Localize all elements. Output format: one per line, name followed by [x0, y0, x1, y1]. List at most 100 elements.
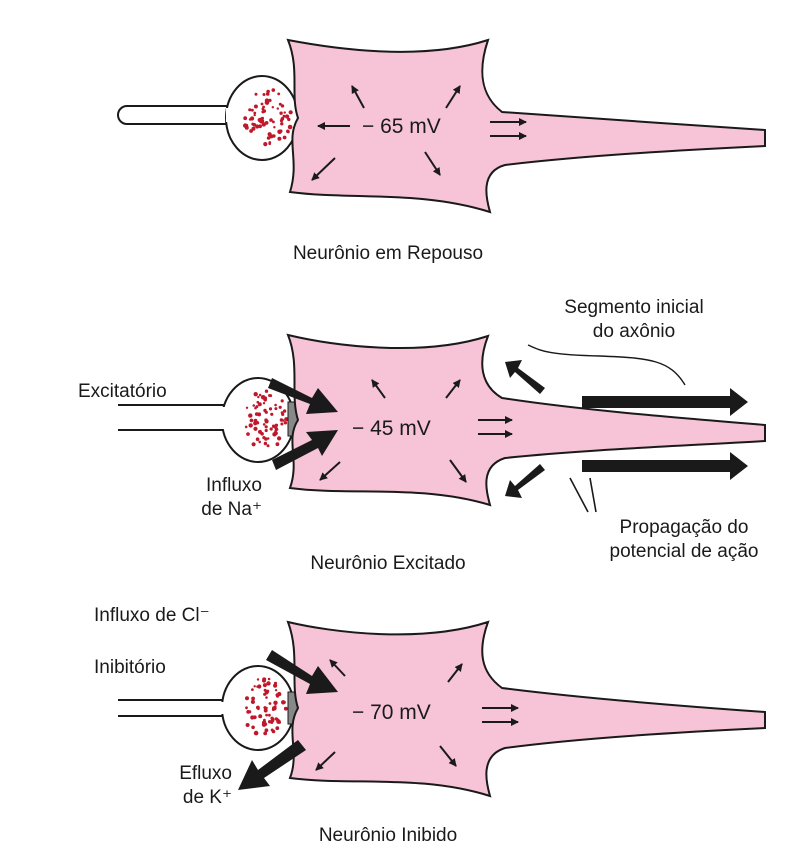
vesicle-dot	[269, 407, 272, 410]
vesicle-dot	[289, 110, 293, 114]
vesicle-dot	[245, 696, 249, 700]
vesicle-dot	[269, 702, 272, 705]
vesicle-dot	[265, 411, 268, 414]
vesicle-dot	[277, 137, 281, 141]
vesicle-dot	[246, 407, 248, 409]
vesicle-dot	[260, 432, 264, 436]
caption-inhibited-neuron: Neurônio Inibido	[228, 824, 548, 848]
vesicle-dot	[274, 430, 277, 433]
label-potassium-efflux-2: de K⁺	[110, 786, 232, 810]
vesicle-dot	[255, 405, 258, 408]
neuron-soma-rest	[288, 40, 765, 212]
vesicle-dot	[272, 432, 276, 436]
vesicle-dot	[274, 407, 277, 410]
vesicle-dot	[253, 715, 257, 719]
vesicle-dot	[265, 425, 268, 428]
vesicle-dot	[279, 112, 282, 115]
vesicle-dot	[281, 104, 284, 107]
label-initial-segment-2: do axônio	[524, 320, 744, 344]
vesicle-dot	[257, 396, 259, 398]
vesicle-dot	[268, 143, 271, 146]
vesicle-dot	[263, 719, 266, 722]
vesicle-dot	[258, 124, 262, 128]
vesicle-dot	[265, 121, 269, 125]
label-inhibitory: Inibitório	[94, 656, 166, 680]
vesicle-dot	[275, 689, 277, 691]
vesicle-dot	[246, 710, 250, 714]
label-chloride-influx: Influxo de Cl⁻	[94, 604, 210, 628]
caption-excited-neuron: Neurônio Excitado	[228, 552, 548, 576]
vesicle-dot	[268, 132, 272, 136]
vesicle-dot	[264, 689, 267, 692]
vesicle-dot	[258, 714, 262, 718]
vesicle-dot	[262, 436, 265, 439]
vesicle-dot	[277, 107, 279, 109]
vesicle-dot	[246, 432, 250, 436]
vesicle-dot	[252, 442, 256, 446]
vesicle-dot	[253, 427, 257, 431]
vesicle-dot	[268, 394, 271, 397]
vesicle-dot	[243, 116, 247, 120]
vesicle-dot	[266, 90, 270, 94]
propagation-pointer-lines	[570, 478, 596, 512]
vesicle-dot	[284, 707, 288, 711]
membrane-potential-excited: − 45 mV	[352, 416, 431, 442]
label-sodium-influx-2: de Na⁺	[140, 498, 262, 522]
vesicle-dot	[254, 105, 258, 109]
membrane-potential-rest: − 65 mV	[362, 114, 441, 140]
vesicle-dot	[286, 115, 289, 118]
vesicle-dot	[249, 423, 253, 427]
vesicle-dot	[273, 684, 277, 688]
vesicle-dot	[281, 117, 285, 121]
vesicle-dot	[260, 119, 265, 124]
vesicle-dot	[251, 688, 254, 691]
vesicle-dot	[273, 701, 277, 705]
vesicle-dot	[272, 106, 274, 108]
vesicle-dot	[250, 419, 254, 423]
vesicle-dot	[280, 122, 283, 125]
vesicle-dot	[280, 423, 283, 426]
vesicle-dot	[255, 412, 259, 416]
vesicle-dot	[258, 402, 262, 406]
initial-segment-bracket	[528, 345, 685, 385]
vesicle-dot	[254, 392, 258, 396]
vesicle-dot	[263, 93, 266, 96]
vesicle-dot	[263, 423, 266, 426]
vesicle-dot	[273, 126, 275, 128]
vesicle-dot	[265, 390, 268, 393]
vesicle-dot	[272, 121, 275, 124]
vesicle-dot	[266, 681, 270, 685]
vesicle-dot	[245, 706, 248, 709]
vesicle-dot	[248, 108, 251, 111]
vesicle-dot	[251, 700, 255, 704]
vesicle-dot	[278, 721, 281, 724]
vesicle-dot	[282, 419, 285, 422]
label-excitatory: Excitatório	[78, 380, 167, 404]
vesicle-dot	[253, 123, 257, 127]
vesicle-dot	[270, 413, 273, 416]
vesicle-dot	[265, 714, 268, 717]
vesicle-dot	[255, 93, 258, 96]
vesicle-dot	[268, 678, 271, 681]
vesicle-dot	[251, 109, 254, 112]
vesicle-dot	[254, 685, 256, 687]
vesicle-dot	[264, 418, 267, 421]
vesicle-dot	[248, 413, 252, 417]
label-initial-segment-1: Segmento inicial	[524, 296, 744, 320]
vesicle-dot	[275, 726, 279, 730]
vesicle-dot	[279, 129, 282, 132]
presynaptic-axon-rest	[118, 76, 298, 160]
label-propagation-1: Propagação do	[574, 516, 794, 540]
vesicle-dot	[268, 720, 271, 723]
vesicle-dot	[251, 127, 255, 131]
vesicle-dot	[256, 437, 260, 441]
vesicle-dot	[265, 728, 269, 732]
vesicle-dot	[267, 444, 270, 447]
label-propagation-2: potencial de ação	[574, 540, 794, 564]
vesicle-dot	[277, 93, 280, 96]
vesicle-dot	[267, 437, 269, 439]
vesicle-dot	[259, 394, 262, 397]
vesicle-dot	[275, 424, 278, 427]
vesicle-dot	[283, 136, 287, 140]
vesicle-dot	[257, 708, 260, 711]
